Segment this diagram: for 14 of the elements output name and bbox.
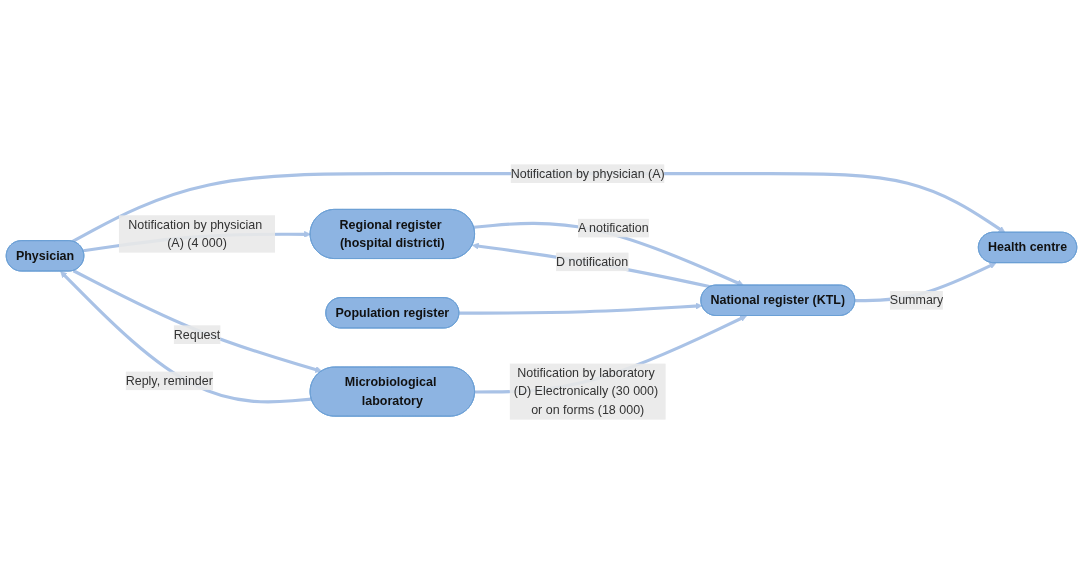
arrow: [72, 269, 323, 373]
edge-label: Reply, reminder: [125, 373, 213, 388]
arrow: [459, 302, 703, 315]
arrow: [60, 271, 312, 404]
edge-label: Notification by laboratory (D) Electronically (30 000) or on forms (18 000): [513, 365, 659, 417]
edge-label: Summary: [889, 293, 944, 307]
edge-label: Notification by physician (A) (4 000): [128, 217, 263, 250]
arrow: [71, 172, 1006, 243]
edge-label: Request: [173, 327, 221, 341]
edge-label: Notification by physician (A): [510, 166, 665, 180]
edge-label: A notification: [577, 221, 649, 235]
arrow: [473, 221, 744, 287]
arrow: [472, 242, 711, 289]
edge-label: D notification: [556, 254, 629, 269]
